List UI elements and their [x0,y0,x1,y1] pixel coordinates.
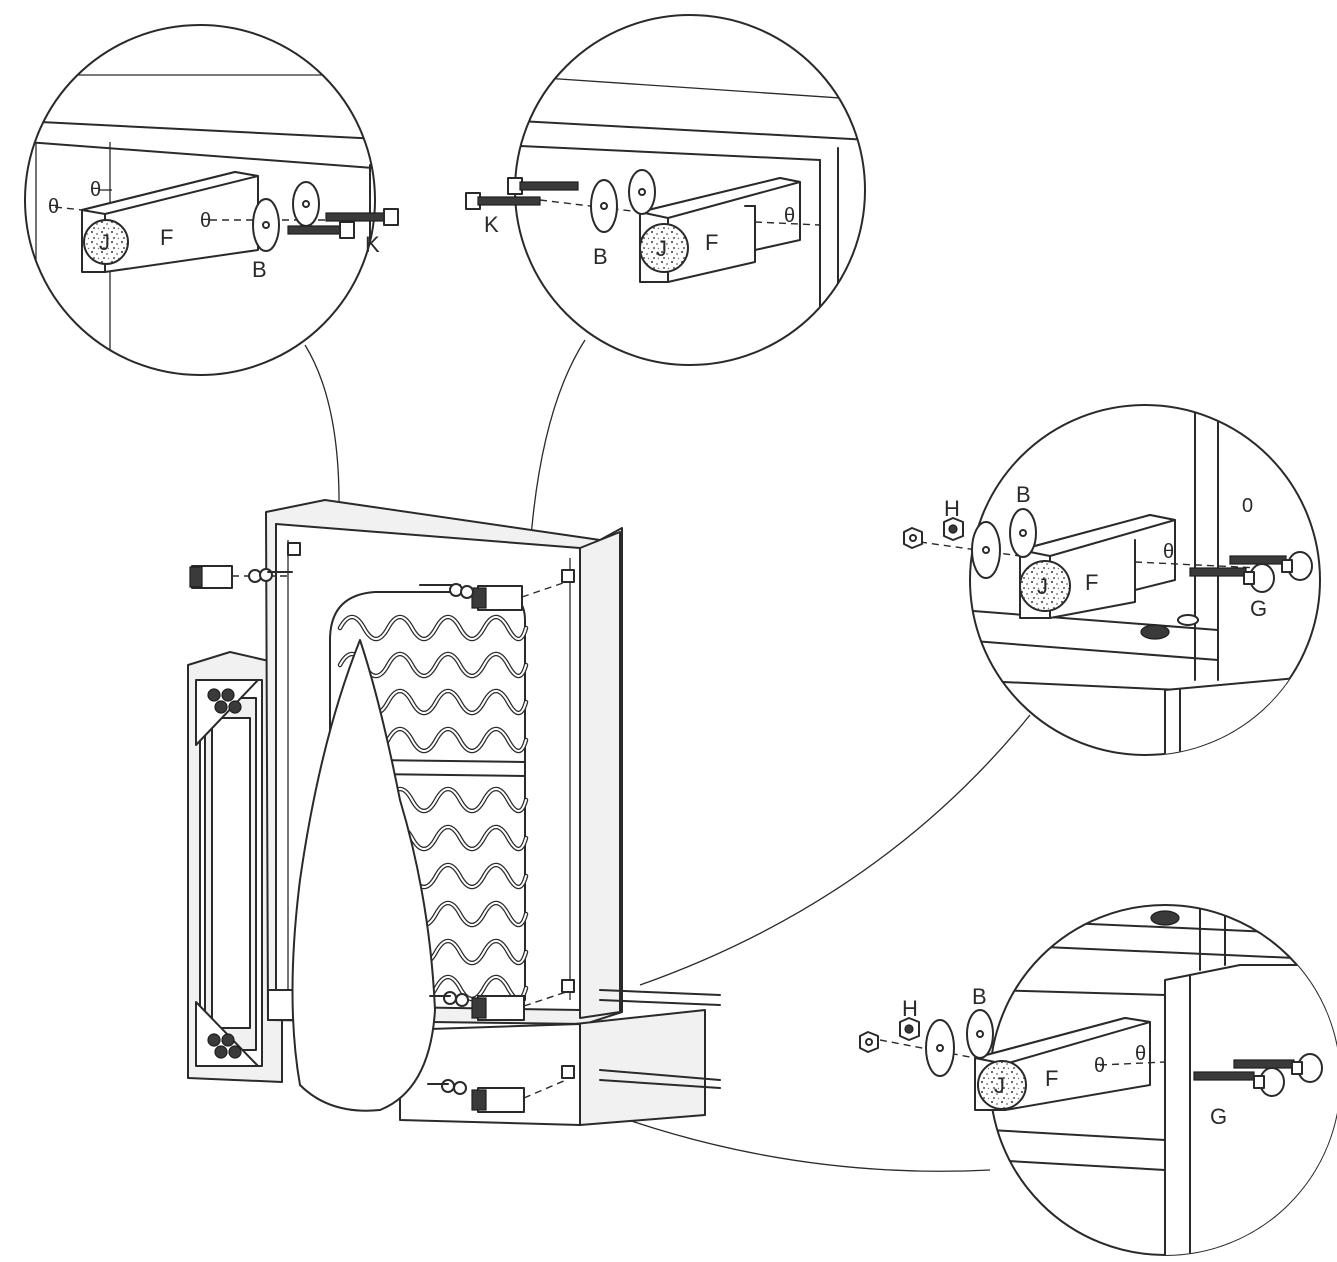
side-arm-panel [187,651,283,1083]
pad-label: J [994,1073,1005,1098]
foot-label: F [160,225,173,250]
felt-pad-icon [1019,560,1071,612]
bolt-label: K [365,232,380,257]
hole-mark: θ [200,210,211,232]
leg-bracket-mid [429,979,721,1021]
magnifier-callout-top-right: J F θ K B [465,14,866,366]
hole-mark: θ [1163,541,1174,563]
leg-bracket-top-left [189,542,301,589]
hex-bolt-icon [465,177,579,210]
leg-bracket-bottom [427,1065,721,1113]
hole-mark: 0 [1242,495,1253,517]
felt-pad-icon [977,1060,1027,1110]
leg-bracket-top-right [419,569,575,611]
carriage-bolt-icon [1189,551,1313,593]
hole-mark: θ [48,196,59,218]
leg-bracket: J F [1019,514,1176,619]
washer-label: B [593,244,608,269]
nut-label: H [944,496,960,521]
felt-pad-icon [639,223,689,273]
bolt-label: G [1250,596,1267,621]
corner-block-bottom [207,1033,242,1059]
corner-block-top [207,688,242,714]
magnifier-callout-bottom-right: J F θ θ H B G [859,904,1337,1256]
bolt-label: G [1210,1104,1227,1129]
pad-label: J [99,230,110,255]
magnifier-callout-mid-right: J F θ 0 H B G [903,404,1321,756]
washer-label: B [972,984,987,1009]
foot-label: F [705,230,718,255]
leg-bracket: J F [81,171,259,273]
hole-mark: θ [1094,1055,1105,1077]
washer-label: B [1016,482,1031,507]
leg-bracket: J F [639,177,801,283]
hole-mark: θ [1135,1043,1146,1065]
washer-label: B [252,257,267,282]
hex-bolt-icon [287,208,399,239]
leg-bracket: J F [974,1017,1151,1111]
foot-label: F [1085,570,1098,595]
sofa-frame [187,499,721,1126]
hole-mark: θ [784,205,795,227]
pad-label: J [656,236,667,261]
magnifier-callout-top-left: J F θ θ θ B K [24,24,399,376]
dust-cover-flap [291,639,436,1112]
felt-pad-icon [83,219,129,265]
carriage-bolt-icon [1193,1053,1323,1097]
foot-label: F [1045,1066,1058,1091]
pad-label: J [1037,574,1048,599]
nut-label: H [902,996,918,1021]
bolt-label: K [484,212,499,237]
hole-mark: θ [90,179,101,201]
